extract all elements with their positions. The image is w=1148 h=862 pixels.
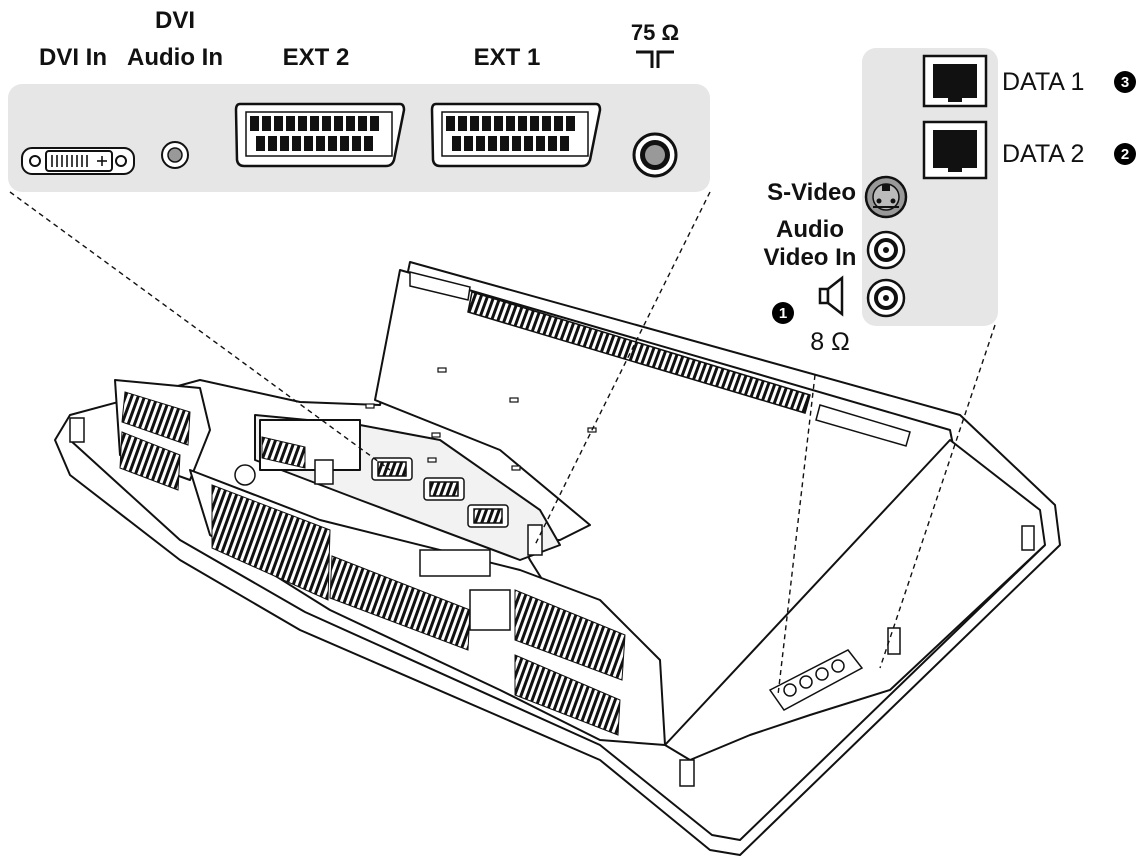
label-svideo: S-Video bbox=[767, 179, 856, 206]
callout-lines bbox=[9, 191, 996, 696]
label-75-ohm: 75 Ω bbox=[631, 20, 679, 45]
antenna-symbol-icon bbox=[636, 50, 674, 68]
badge-2: 2 bbox=[1114, 143, 1136, 165]
tv-lower-vent-3 bbox=[514, 589, 626, 681]
audio-rca-jack bbox=[866, 230, 906, 270]
label-dvi-audio-line2: Audio In bbox=[127, 44, 223, 71]
video-rca-jack bbox=[866, 278, 906, 318]
tv-lower-vent-1 bbox=[211, 484, 331, 601]
label-ext1: EXT 1 bbox=[474, 44, 541, 71]
label-data2: DATA 2 bbox=[1002, 140, 1084, 168]
label-ext2: EXT 2 bbox=[283, 44, 350, 71]
badge-1: 1 bbox=[772, 302, 794, 324]
svg-text:3: 3 bbox=[1121, 74, 1129, 91]
tv-side-jack-strip bbox=[768, 649, 864, 711]
tv-block-vent bbox=[261, 436, 306, 469]
speaker-icon bbox=[818, 275, 844, 317]
tv-top-rail bbox=[409, 271, 471, 301]
tv-lower-vent-2 bbox=[329, 555, 471, 651]
tv-back-connectors bbox=[234, 457, 543, 631]
tv-left-vent-1 bbox=[121, 391, 191, 446]
data2-socket bbox=[922, 120, 988, 180]
tv-rear-body bbox=[54, 261, 1061, 856]
svideo-jack bbox=[864, 175, 908, 219]
tv-left-vent-2 bbox=[119, 431, 181, 491]
label-dvi-audio-line1: DVI bbox=[155, 7, 195, 34]
label-video-in: Video In bbox=[764, 244, 857, 271]
callout-line-side-right bbox=[879, 324, 996, 669]
svg-text:2: 2 bbox=[1121, 146, 1129, 163]
label-data1: DATA 1 bbox=[1002, 68, 1084, 96]
callout-line-left bbox=[9, 191, 391, 471]
ext2-scart-connector bbox=[234, 102, 406, 168]
dvi-in-connector bbox=[21, 147, 135, 175]
tv-top-rail-right bbox=[815, 404, 911, 447]
label-dvi-in: DVI In bbox=[39, 44, 107, 71]
svg-text:1: 1 bbox=[779, 305, 787, 322]
dvi-audio-in-jack bbox=[161, 141, 189, 169]
label-8-ohm: 8 Ω bbox=[810, 328, 850, 356]
tv-top-vent bbox=[467, 291, 811, 414]
tv-bezel-inner bbox=[69, 439, 1046, 841]
badge-3: 3 bbox=[1114, 71, 1136, 93]
callout-line-right bbox=[534, 191, 711, 546]
ext1-scart-connector bbox=[430, 102, 602, 168]
tv-back-raised bbox=[664, 439, 1046, 761]
antenna-jack bbox=[632, 132, 678, 178]
tv-lower-vent-4 bbox=[514, 654, 621, 736]
label-audio: Audio bbox=[776, 216, 844, 243]
data1-socket bbox=[922, 54, 988, 108]
